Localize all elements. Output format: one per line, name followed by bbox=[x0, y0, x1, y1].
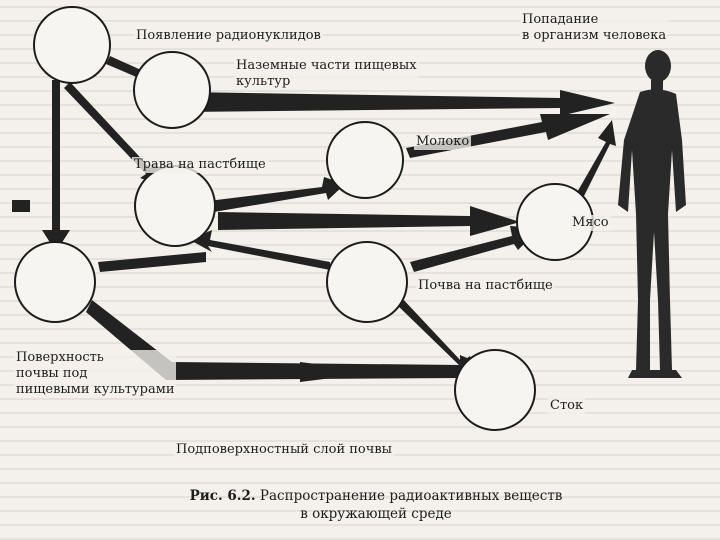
arrow-meat-to-human bbox=[568, 120, 616, 212]
arrow-grass-to-milk bbox=[200, 177, 345, 214]
figure-caption: Рис. 6.2. Распространение радиоактивных … bbox=[116, 487, 636, 523]
figure-caption-text: Распространение радиоактивных веществ в … bbox=[259, 488, 563, 522]
node-crop-soil-surface bbox=[14, 241, 96, 323]
label-crop-parts: Наземные части пищевых культур bbox=[234, 58, 419, 90]
arrow-surface-to-runoff bbox=[86, 300, 500, 388]
node-milk bbox=[326, 121, 404, 199]
arrow-crop-to-human bbox=[185, 90, 615, 116]
label-pasture-soil: Почва на пастбище bbox=[416, 278, 555, 294]
label-milk: Молоко bbox=[414, 134, 472, 150]
label-subsoil: Подповерхностный слой почвы bbox=[174, 442, 395, 458]
arrow-grass-to-meat bbox=[218, 206, 520, 236]
node-radionuclides bbox=[33, 6, 111, 84]
human-figure-icon bbox=[618, 50, 686, 378]
figure-number: Рис. 6.2. bbox=[189, 488, 256, 504]
label-pasture-grass: Трава на пастбище bbox=[132, 157, 268, 173]
arrow-soil-to-meat bbox=[410, 226, 540, 272]
arrow-surface-to-runoff-lower bbox=[300, 362, 380, 382]
label-radionuclides: Появление радионуклидов bbox=[134, 28, 323, 44]
node-pasture-grass bbox=[134, 165, 216, 247]
label-runoff: Сток bbox=[548, 398, 586, 414]
arrow-soil-to-grass bbox=[190, 230, 330, 270]
label-crop-soil-surface: Поверхность почвы под пищевыми культурам… bbox=[14, 350, 177, 398]
node-pasture-soil bbox=[326, 241, 408, 323]
arrow-soil-to-runoff bbox=[394, 296, 478, 380]
label-meat: Мясо bbox=[570, 215, 611, 231]
label-human-intake: Попадание в организм человека bbox=[520, 12, 669, 44]
arrow-surface-to-soil-top bbox=[98, 252, 206, 272]
node-runoff bbox=[454, 349, 536, 431]
arrow-surface-left-link bbox=[12, 200, 30, 212]
arrow-radio-to-surface bbox=[42, 80, 70, 252]
node-crop-parts bbox=[133, 51, 211, 129]
diagram-nodes bbox=[14, 6, 594, 431]
